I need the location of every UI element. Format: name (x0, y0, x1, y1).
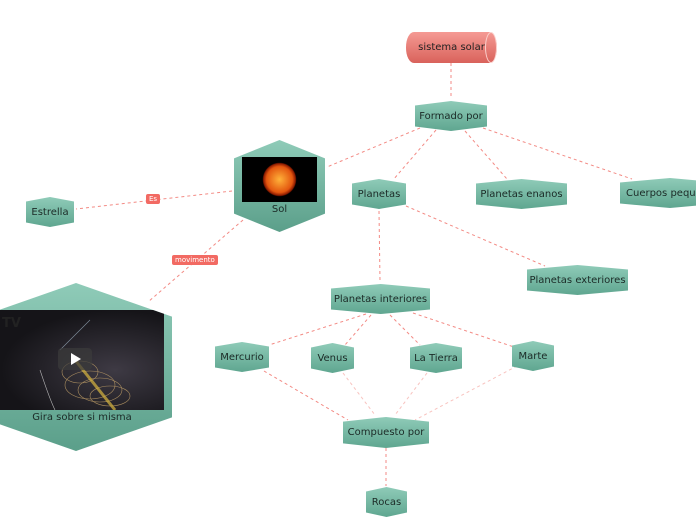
edge-formado-enanos (464, 130, 508, 180)
node-cuerpos-pequenos[interactable]: Cuerpos pequeños (620, 178, 696, 208)
edge-int-mercurio (268, 313, 367, 346)
node-planetas-interiores[interactable]: Planetas interiores (331, 284, 430, 314)
edge-planetas-interiores (378, 210, 381, 282)
edge-formado-sol (326, 127, 421, 168)
edge-int-tierra (389, 314, 421, 346)
node-planetas-exteriores[interactable]: Planetas exteriores (527, 265, 628, 295)
edge-venus-compuesto (342, 372, 376, 416)
node-estrella[interactable]: Estrella (26, 197, 74, 227)
edge-int-marte (412, 312, 515, 348)
node-gira-sobre-si-misma[interactable]: TV Gira sobre si misma (0, 283, 172, 451)
node-la-tierra[interactable]: La Tierra (410, 343, 462, 373)
edge-mercurio-compuesto (263, 370, 349, 421)
node-compuesto-por[interactable]: Compuesto por (343, 417, 429, 448)
node-mercurio[interactable]: Mercurio (215, 342, 269, 372)
edge-label-es: Es (146, 194, 161, 204)
sun-image (242, 157, 317, 202)
node-planetas[interactable]: Planetas (352, 179, 406, 209)
node-formado-por[interactable]: Formado por (415, 101, 487, 131)
edge-int-venus (344, 314, 372, 346)
node-label: Gira sobre si misma (32, 412, 132, 423)
node-label: Sol (271, 204, 288, 215)
cylinder-cap (485, 32, 497, 63)
node-sistema-solar[interactable]: sistema solar (406, 32, 497, 63)
node-sol[interactable]: Sol (234, 140, 325, 232)
video-thumbnail[interactable]: TV (0, 310, 164, 410)
play-icon (71, 353, 81, 365)
edge-formado-planetas (392, 129, 437, 181)
edge-label-movimento: movimento (172, 255, 218, 265)
node-label: sistema solar (418, 42, 485, 53)
video-watermark: TV (2, 316, 21, 331)
edge-formado-cuerpos (482, 127, 633, 180)
node-marte[interactable]: Marte (512, 341, 554, 371)
node-venus[interactable]: Venus (311, 343, 354, 373)
edge-tierra-compuesto (394, 372, 428, 416)
edge-marte-compuesto (414, 365, 518, 421)
node-rocas[interactable]: Rocas (366, 487, 407, 517)
node-planetas-enanos[interactable]: Planetas enanos (476, 179, 567, 209)
edge-planetas-exteriores (405, 205, 546, 267)
play-button[interactable] (58, 348, 92, 370)
